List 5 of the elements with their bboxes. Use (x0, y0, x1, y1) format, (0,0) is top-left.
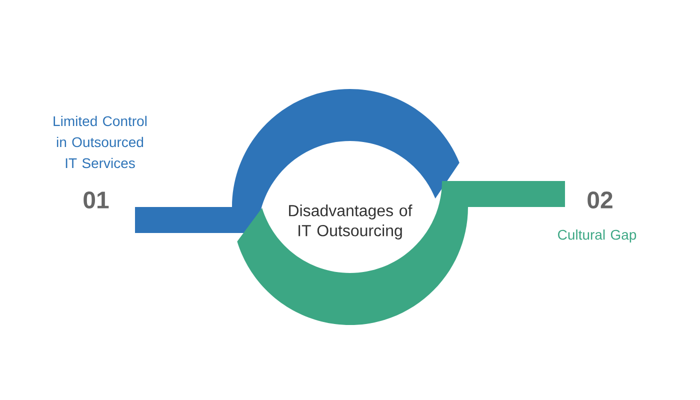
title-text: Disadvantages of IT Outsourcing (289, 204, 412, 240)
item-number: 02 (588, 192, 612, 208)
item-title: Cultural Gap (558, 229, 636, 243)
item-number: 01 (84, 192, 109, 208)
item-title: Limited Control in Outsourced IT Services (54, 116, 147, 168)
